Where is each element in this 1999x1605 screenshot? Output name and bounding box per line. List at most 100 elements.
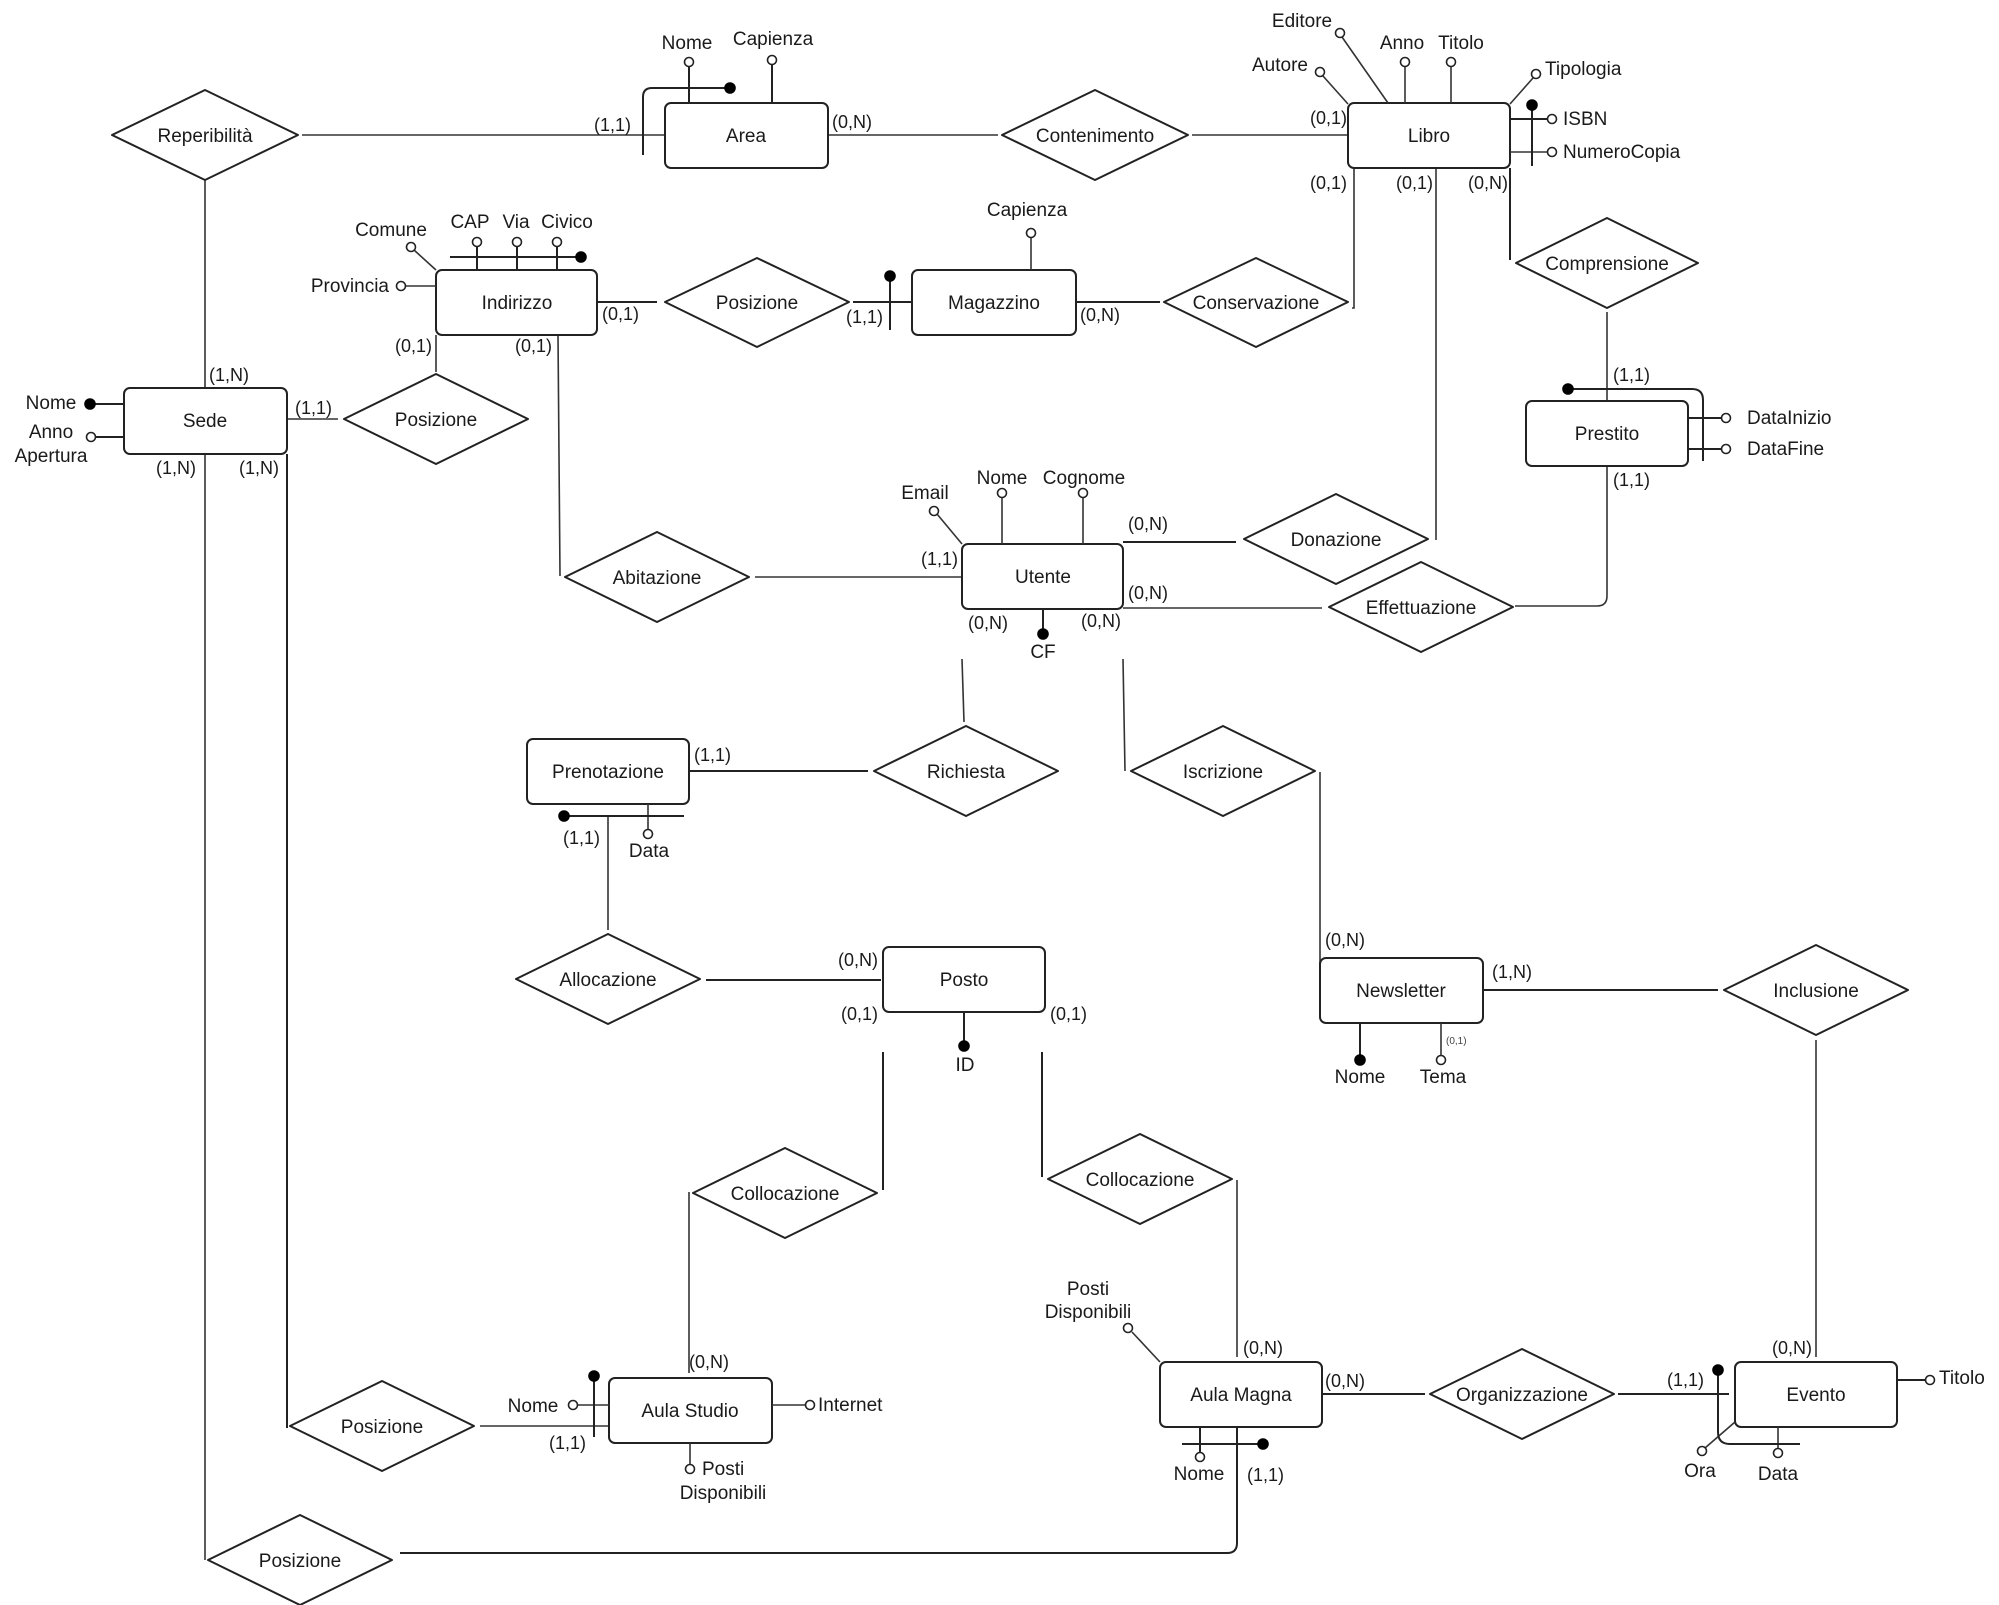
attribute-indirizzo-civico: Civico (541, 212, 593, 270)
cardinality: (0,N) (1325, 1371, 1365, 1391)
entity-indirizzo[interactable]: Indirizzo (435, 269, 598, 336)
entity-evento[interactable]: Evento (1734, 1361, 1898, 1428)
entity-newsletter[interactable]: Newsletter (1319, 957, 1484, 1024)
relationship-posizione-sede-indirizzo[interactable]: Posizione (343, 373, 529, 465)
entity-label: Posto (940, 970, 989, 991)
cardinality: (0,N) (1080, 305, 1120, 325)
attribute-aula-magna-nome: Nome (1174, 1427, 1224, 1485)
relationship-collocazione-magna[interactable]: Collocazione (1047, 1133, 1233, 1225)
svg-text:Tipologia: Tipologia (1545, 59, 1622, 80)
svg-text:Apertura: Apertura (15, 446, 88, 467)
attribute-utente-nome: Nome (977, 468, 1028, 544)
svg-text:Nome: Nome (977, 468, 1028, 489)
attribute-circle-icon (928, 505, 940, 517)
svg-text:Titolo: Titolo (1438, 33, 1484, 54)
attribute-circle-icon (1194, 1451, 1206, 1463)
attribute-libro-anno: Anno (1380, 33, 1424, 103)
entity-utente[interactable]: Utente (961, 543, 1124, 610)
attribute-circle-icon (1122, 1322, 1134, 1334)
attribute-libro-titolo: Titolo (1438, 33, 1484, 103)
relationship-collocazione-studio[interactable]: Collocazione (692, 1147, 878, 1239)
key-dot-icon (84, 398, 96, 410)
entity-magazzino[interactable]: Magazzino (911, 269, 1077, 336)
entity-posto[interactable]: Posto (882, 946, 1046, 1013)
attribute-sede-anno-apertura: Anno Apertura (15, 422, 124, 467)
connections (204, 134, 1817, 1560)
cardinality: (1,1) (846, 307, 883, 327)
svg-text:Provincia: Provincia (311, 276, 390, 297)
relationship-organizzazione[interactable]: Organizzazione (1429, 1348, 1615, 1440)
attribute-indirizzo-cap: CAP (450, 212, 490, 270)
key-dot-icon (724, 82, 736, 94)
relationship-posizione-sede-aula-studio[interactable]: Posizione (289, 1380, 475, 1472)
attribute-circle-icon (1720, 412, 1732, 424)
entity-label: Aula Magna (1190, 1385, 1292, 1406)
relationship-iscrizione[interactable]: Iscrizione (1130, 725, 1316, 817)
relationship-donazione[interactable]: Donazione (1243, 493, 1429, 585)
svg-text:ISBN: ISBN (1563, 109, 1607, 130)
attribute-circle-icon (804, 1399, 816, 1411)
svg-text:Capienza: Capienza (987, 200, 1068, 221)
svg-text:NumeroCopia: NumeroCopia (1563, 142, 1681, 163)
relationship-allocazione[interactable]: Allocazione (515, 933, 701, 1025)
entity-aula-magna[interactable]: Aula Magna (1159, 1361, 1323, 1428)
svg-text:Tema: Tema (1420, 1067, 1467, 1088)
svg-text:Data: Data (629, 841, 670, 862)
relationship-label: Comprensione (1545, 254, 1669, 275)
svg-text:Anno: Anno (1380, 33, 1424, 54)
key-dot-icon (884, 270, 896, 282)
entity-libro[interactable]: Libro (1347, 102, 1511, 169)
attribute-circle-icon (85, 431, 97, 443)
relationship-reperibilita[interactable]: Reperibilità (111, 89, 299, 181)
attribute-circle-icon (1546, 146, 1558, 158)
entity-sede[interactable]: Sede (123, 387, 288, 455)
relationship-richiesta[interactable]: Richiesta (873, 725, 1059, 817)
relationship-comprensione[interactable]: Comprensione (1515, 217, 1699, 309)
svg-text:Data: Data (1758, 1464, 1799, 1485)
svg-text:Autore: Autore (1252, 55, 1308, 76)
cardinality: (0,N) (968, 613, 1008, 633)
entity-aula-studio[interactable]: Aula Studio (608, 1377, 773, 1444)
edge-libro-conservazione (1352, 168, 1355, 309)
cardinality: (1,1) (694, 745, 731, 765)
identifier-evento-composite (1712, 1364, 1800, 1445)
attribute-circle-icon (567, 1399, 579, 1411)
cardinality: (0,1) (602, 304, 639, 324)
relationship-label: Richiesta (927, 762, 1006, 783)
cardinality: (1,1) (1667, 1370, 1704, 1390)
entity-area[interactable]: Area (664, 102, 829, 169)
relationship-abitazione[interactable]: Abitazione (564, 531, 750, 623)
edge-indirizzo-abitazione (557, 334, 561, 577)
entity-label: Aula Studio (641, 1401, 738, 1422)
relationship-conservazione[interactable]: Conservazione (1163, 257, 1349, 348)
attribute-posto-id: ID (956, 1012, 975, 1076)
key-dot-icon (1712, 1364, 1724, 1376)
identifier-prestito-composite (1562, 383, 1704, 461)
cardinality: (0,1) (1310, 108, 1347, 128)
entity-prestito[interactable]: Prestito (1525, 400, 1689, 467)
entity-prenotazione[interactable]: Prenotazione (526, 738, 690, 805)
cardinality: (1,1) (1613, 470, 1650, 490)
relationship-posizione-sede-aula-magna[interactable]: Posizione (207, 1514, 393, 1605)
attribute-circle-icon (395, 280, 407, 292)
attribute-aula-magna-posti: Posti Disponibili (1045, 1279, 1161, 1363)
svg-text:Nome: Nome (26, 393, 77, 414)
relationship-contenimento[interactable]: Contenimento (1001, 89, 1189, 181)
entity-label: Prestito (1575, 424, 1639, 445)
svg-text:Internet: Internet (818, 1395, 883, 1416)
identifier-magazzino-external (884, 270, 896, 330)
relationship-posizione-indirizzo-magazzino[interactable]: Posizione (664, 257, 850, 348)
attribute-utente-cf: CF (1030, 609, 1056, 663)
svg-text:Via: Via (502, 212, 530, 233)
relationship-effettuazione[interactable]: Effettuazione (1328, 561, 1514, 653)
attribute-evento-titolo: Titolo (1897, 1368, 1985, 1389)
relationship-label: Contenimento (1036, 126, 1154, 147)
attribute-aula-studio-nome: Nome (508, 1396, 609, 1417)
attribute-circle-icon (766, 54, 778, 66)
relationship-inclusione[interactable]: Inclusione (1723, 944, 1909, 1036)
identifier-prenotazione-composite (558, 810, 684, 822)
attribute-circle-icon (405, 241, 417, 253)
entity-label: Sede (183, 411, 227, 432)
attribute-magazzino-capienza: Capienza (987, 200, 1068, 270)
relationship-label: Posizione (716, 293, 798, 314)
